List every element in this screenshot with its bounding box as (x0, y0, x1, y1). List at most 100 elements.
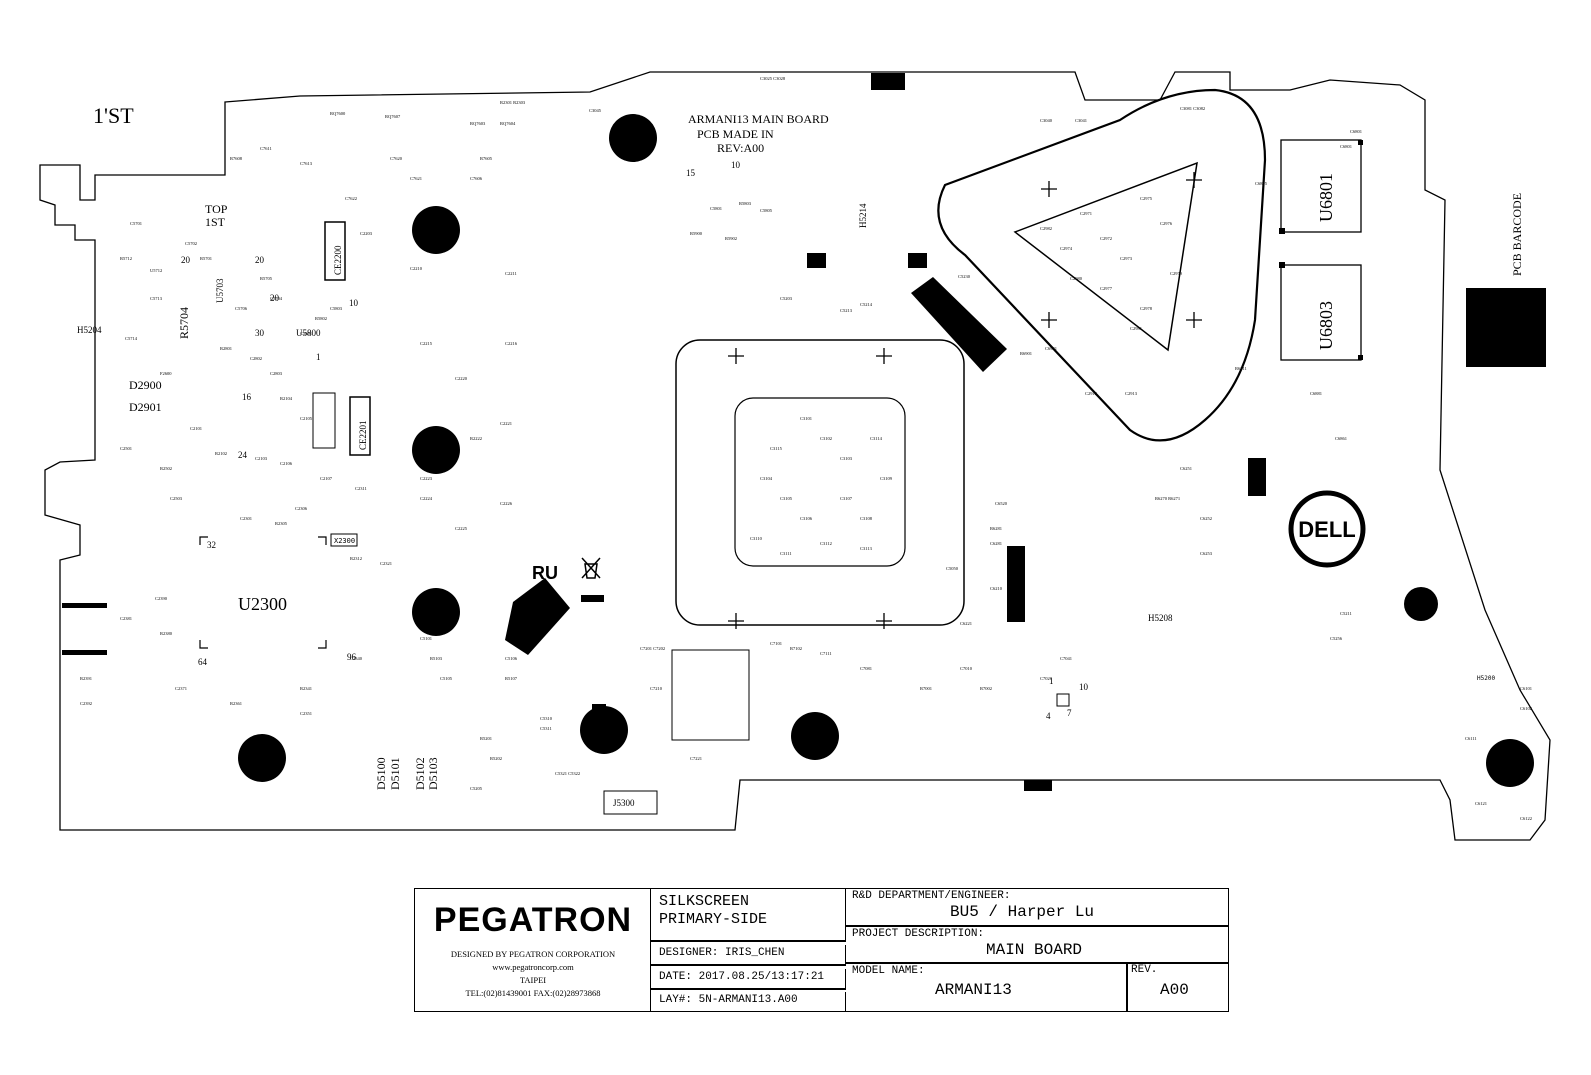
svg-text:R5201: R5201 (480, 736, 492, 741)
svg-text:C3045: C3045 (589, 108, 602, 113)
svg-text:R7102: R7102 (790, 646, 802, 651)
svg-text:C3112: C3112 (820, 541, 832, 546)
svg-text:C7221: C7221 (690, 756, 702, 761)
svg-text:C2203: C2203 (360, 231, 373, 236)
svg-text:C7111: C7111 (820, 651, 832, 656)
u2300-label: U2300 (238, 594, 287, 614)
svg-text:C6252: C6252 (1200, 516, 1212, 521)
svg-text:C7613: C7613 (300, 161, 313, 166)
svg-text:C6281: C6281 (990, 541, 1002, 546)
svg-text:C2982: C2982 (1040, 226, 1052, 231)
svg-text:C3040: C3040 (1040, 118, 1053, 123)
svg-text:R5803: R5803 (739, 201, 752, 206)
svg-text:C2371: C2371 (175, 686, 187, 691)
board-outline (39, 71, 1551, 841)
svg-text:C5321 C5322: C5321 C5322 (555, 771, 580, 776)
mounting-hole (412, 206, 460, 254)
svg-text:R6901: R6901 (1020, 351, 1032, 356)
svg-text:C2216: C2216 (505, 341, 518, 346)
mounting-hole (412, 588, 460, 636)
svg-text:C2803: C2803 (270, 371, 283, 376)
lay-field: LAY#: 5N-ARMANI13.A00 (651, 992, 846, 1012)
svg-text:C6520: C6520 (995, 501, 1008, 506)
svg-text:C7041: C7041 (1060, 656, 1072, 661)
svg-text:C6221: C6221 (960, 621, 972, 626)
svg-text:C2221: C2221 (500, 421, 512, 426)
side-value: PRIMARY-SIDE (659, 911, 768, 928)
svg-text:4: 4 (1046, 711, 1051, 721)
svg-text:10: 10 (731, 160, 741, 170)
svg-text:C3105: C3105 (780, 496, 793, 501)
svg-text:C7621: C7621 (410, 176, 422, 181)
ce2201-outline (349, 396, 371, 456)
mounting-hole (791, 712, 839, 760)
rd-label: R&D DEPARTMENT/ENGINEER: (852, 890, 1011, 902)
j5300-outline (603, 790, 658, 815)
mounting-hole (1486, 739, 1534, 787)
svg-text:C3113: C3113 (860, 546, 873, 551)
project-value: MAIN BOARD (986, 941, 1083, 959)
svg-text:C6801: C6801 (1350, 129, 1362, 134)
svg-text:C2101: C2101 (190, 426, 202, 431)
svg-text:C5704: C5704 (270, 296, 283, 301)
svg-text:R7002: R7002 (980, 686, 992, 691)
svg-text:C2301: C2301 (240, 516, 252, 521)
mounting-hole (580, 706, 628, 754)
svg-text:C7210: C7210 (650, 686, 663, 691)
ce2201-label: CE2201 (358, 420, 368, 450)
mounting-hole (238, 734, 286, 782)
ce2200-label: CE2200 (333, 245, 343, 275)
svg-text:R2104: R2104 (280, 396, 293, 401)
svg-text:C3104: C3104 (760, 476, 773, 481)
rev-value: A00 (1160, 981, 1189, 999)
svg-text:R2341: R2341 (300, 686, 312, 691)
svg-text:15: 15 (686, 168, 696, 178)
svg-text:R6270 R6271: R6270 R6271 (1155, 496, 1180, 501)
rev-label: REV:A00 (717, 141, 764, 155)
svg-text:C2976: C2976 (1160, 221, 1173, 226)
svg-text:C2105: C2105 (300, 416, 313, 421)
mounting-hole (1404, 587, 1438, 621)
svg-text:C6122: C6122 (1520, 816, 1532, 821)
svg-text:R5902: R5902 (725, 236, 737, 241)
svg-text:R5202: R5202 (490, 756, 502, 761)
svg-text:C6210: C6210 (990, 586, 1003, 591)
svg-text:C7201 C7202: C7201 C7202 (640, 646, 665, 651)
svg-text:R7608: R7608 (230, 156, 243, 161)
svg-text:C5801: C5801 (710, 206, 722, 211)
svg-text:C2975: C2975 (1140, 196, 1153, 201)
svg-text:R2305: R2305 (275, 521, 288, 526)
d2901-label: D2901 (129, 400, 162, 414)
svg-text:C6881: C6881 (1310, 391, 1322, 396)
svg-text:C5706: C5706 (235, 306, 248, 311)
d5100-label: D5100 (374, 757, 388, 790)
svg-text:C6101: C6101 (1520, 686, 1532, 691)
svg-text:C7101: C7101 (770, 641, 782, 646)
mounting-hole (609, 114, 657, 162)
svg-text:C2501: C2501 (120, 446, 132, 451)
svg-text:C5801: C5801 (300, 331, 312, 336)
svg-text:R2391: R2391 (80, 676, 92, 681)
svg-text:DELL: DELL (1298, 517, 1355, 542)
svg-text:C2321: C2321 (380, 561, 392, 566)
svg-text:64: 64 (198, 657, 208, 667)
memory-chip-u6801 (1280, 139, 1362, 233)
svg-text:C2210: C2210 (410, 266, 423, 271)
svg-text:1: 1 (1049, 676, 1054, 686)
svg-text:RQ7607: RQ7607 (385, 114, 401, 119)
u6803-label: U6803 (1316, 301, 1336, 350)
svg-text:RQ7604: RQ7604 (500, 121, 516, 126)
svg-text:16: 16 (242, 392, 252, 402)
ic-outline (312, 392, 336, 449)
svg-text:R2361: R2361 (230, 701, 242, 706)
svg-text:32: 32 (207, 540, 216, 550)
svg-text:C2972: C2972 (1100, 236, 1112, 241)
svg-text:20: 20 (270, 293, 280, 303)
svg-text:C5203: C5203 (780, 296, 793, 301)
svg-text:C6111: C6111 (1465, 736, 1477, 741)
cpu-package-outline (675, 339, 965, 626)
svg-text:C5105: C5105 (440, 676, 453, 681)
svg-text:C5213: C5213 (840, 308, 853, 313)
rev-label: REV. (1131, 964, 1158, 976)
svg-text:C5106: C5106 (505, 656, 518, 661)
